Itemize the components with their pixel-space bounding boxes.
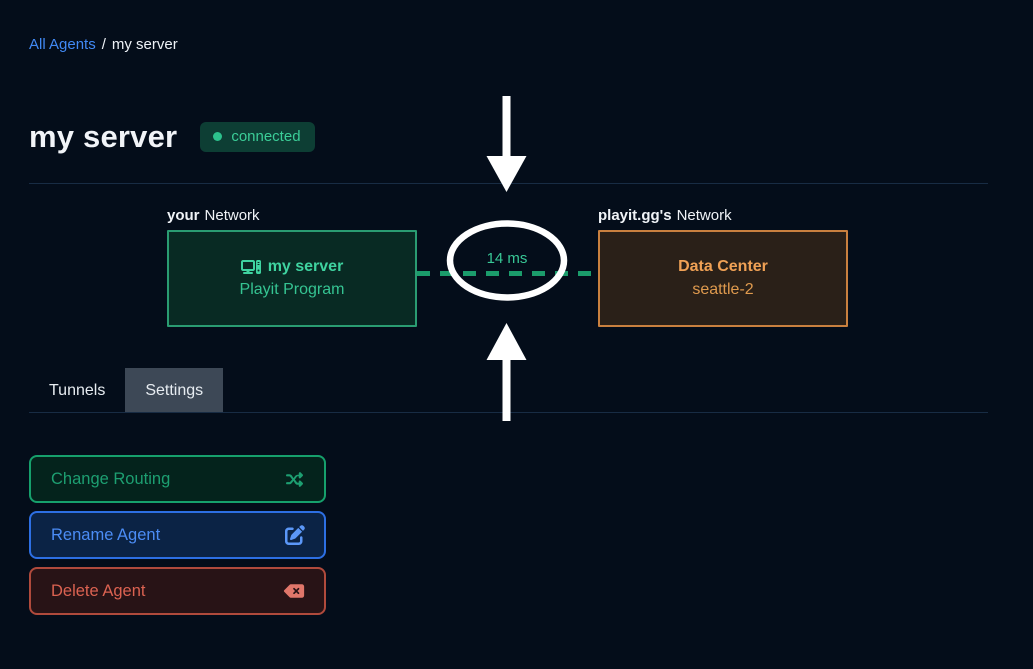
- agent-box-name: my server: [267, 258, 344, 275]
- tab-settings[interactable]: Settings: [125, 368, 224, 413]
- computer-icon: [240, 259, 261, 275]
- datacenter-region: seattle-2: [692, 281, 754, 298]
- breadcrumb-separator: /: [101, 36, 106, 53]
- change-routing-label: Change Routing: [51, 469, 171, 488]
- status-badge: connected: [200, 122, 315, 152]
- delete-agent-button[interactable]: Delete Agent: [29, 567, 326, 615]
- playit-network-label-rest: Network: [676, 207, 732, 224]
- breadcrumb-current: my server: [111, 36, 178, 53]
- agent-box-subtitle: Playit Program: [239, 281, 345, 298]
- playit-network-label-bold: playit.gg's: [598, 207, 672, 224]
- rename-agent-button[interactable]: Rename Agent: [29, 511, 326, 559]
- change-routing-button[interactable]: Change Routing: [29, 455, 326, 503]
- annotation-arrow-up-icon: [484, 322, 529, 421]
- title-row: my server connected: [29, 119, 315, 155]
- backspace-icon: [283, 582, 305, 600]
- status-label: connected: [231, 128, 301, 145]
- page-title: my server: [29, 119, 178, 154]
- playit-network-label: playit.gg's Network: [598, 207, 732, 224]
- datacenter-box: Data Center seattle-2: [598, 230, 848, 327]
- edit-icon: [285, 525, 305, 545]
- your-network-label-rest: Network: [204, 207, 260, 224]
- your-network-label-bold: your: [167, 207, 200, 224]
- section-divider-top: [29, 183, 988, 184]
- breadcrumb-link-all-agents[interactable]: All Agents: [29, 36, 96, 53]
- tab-tunnels[interactable]: Tunnels: [49, 381, 106, 399]
- section-divider-tabs: [29, 412, 988, 413]
- latency-dashed-line: [417, 271, 598, 276]
- breadcrumb: All Agents / my server: [29, 36, 178, 53]
- rename-agent-label: Rename Agent: [51, 525, 161, 544]
- your-network-label: your Network: [167, 207, 260, 224]
- tab-bar: Tunnels Settings: [29, 368, 224, 413]
- latency-value: 14 ms: [486, 250, 528, 267]
- settings-actions: Change Routing Rename Agent Delete Agent: [29, 455, 326, 615]
- status-dot-icon: [213, 132, 223, 141]
- agent-network-box: my server Playit Program: [167, 230, 417, 327]
- datacenter-name: Data Center: [678, 258, 768, 275]
- shuffle-icon: [284, 471, 305, 488]
- annotation-arrow-down-icon: [484, 96, 529, 193]
- delete-agent-label: Delete Agent: [51, 581, 146, 600]
